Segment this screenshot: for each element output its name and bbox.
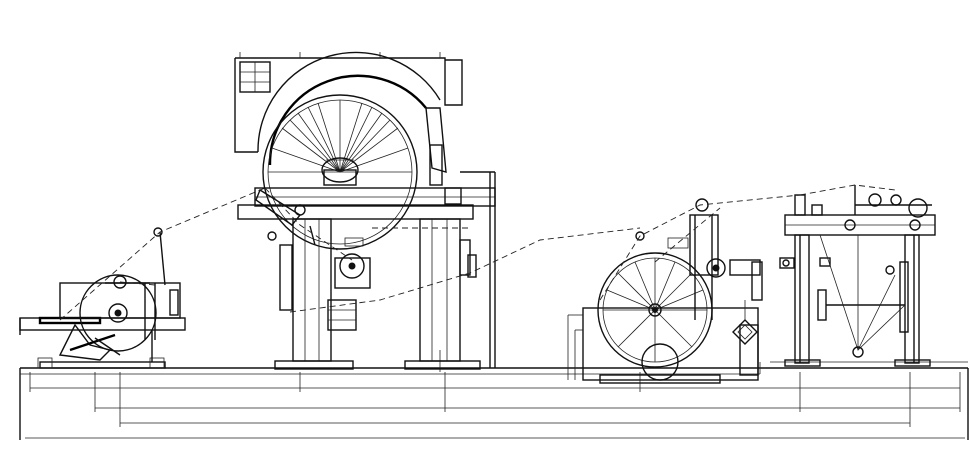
yankee-spokes bbox=[268, 100, 412, 173]
yankee-dryer-section bbox=[234, 51, 641, 370]
reel-stand bbox=[779, 184, 936, 367]
unwind-stand bbox=[19, 187, 266, 369]
winder-drum-spokes bbox=[603, 258, 707, 362]
ground-baseline bbox=[19, 361, 969, 440]
drum-winder bbox=[567, 194, 801, 384]
